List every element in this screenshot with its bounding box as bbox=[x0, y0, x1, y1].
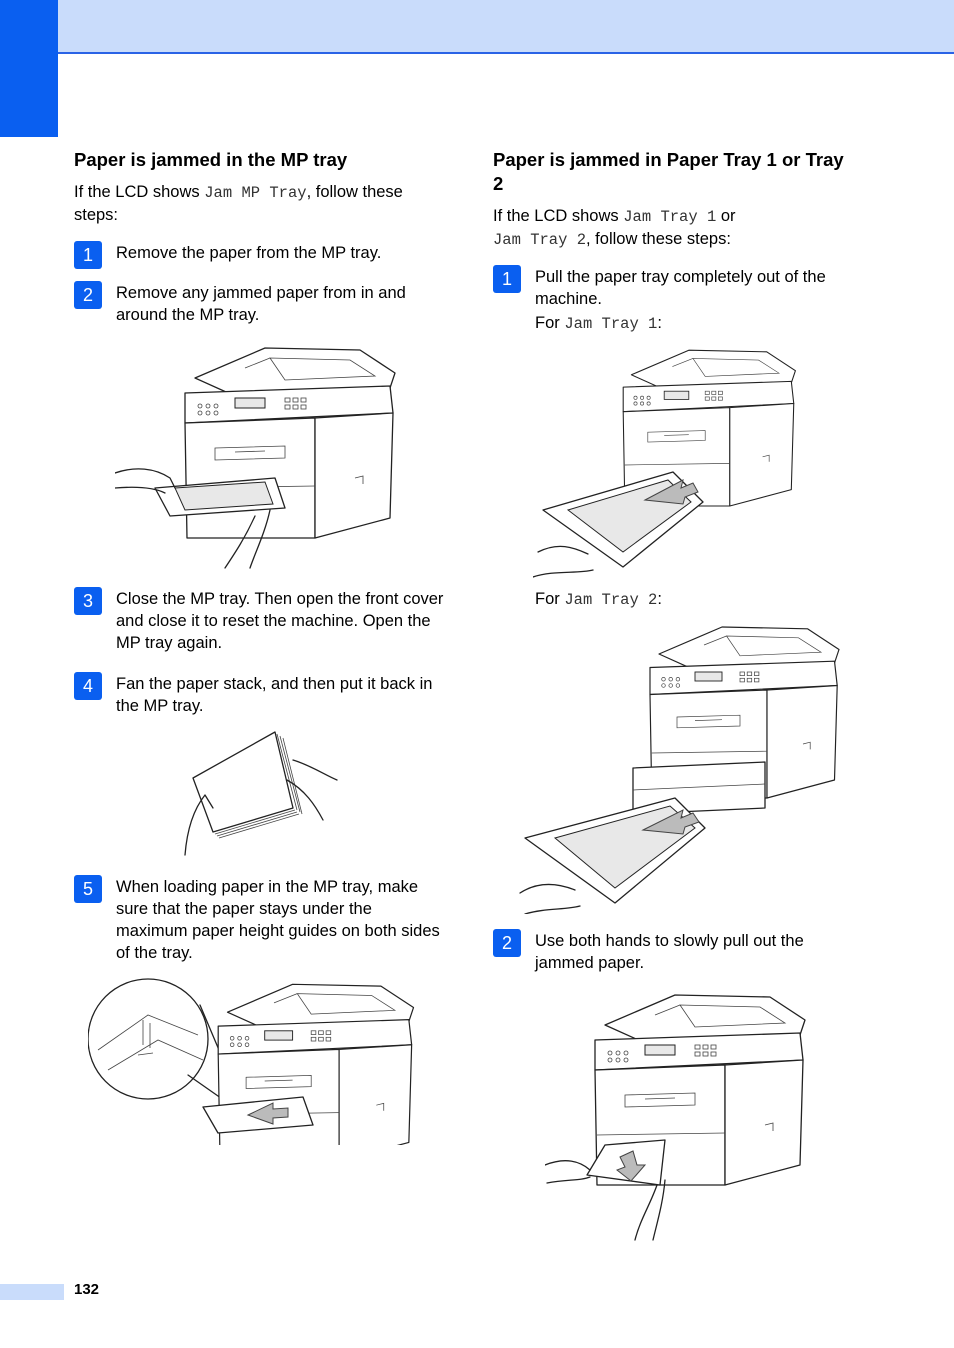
fan-paper-illustration bbox=[184, 731, 338, 856]
tray-2-pull-illustration bbox=[519, 626, 840, 914]
lcd-message: Jam Tray 1 bbox=[623, 208, 717, 226]
step-text: Remove the paper from the MP tray. bbox=[116, 244, 382, 262]
step-text: Pull the paper tray completely out of th… bbox=[535, 268, 826, 308]
lcd-message: Jam MP Tray bbox=[204, 184, 307, 202]
step-number-badge: 2 bbox=[74, 281, 102, 309]
lcd-message: Jam Tray 2 bbox=[493, 231, 587, 249]
step-text: Close the MP tray. Then open the front c… bbox=[116, 590, 444, 652]
mp-tray-jam-illustration bbox=[115, 347, 396, 569]
step-number-badge: 3 bbox=[74, 587, 102, 615]
footer-band bbox=[0, 1284, 64, 1300]
step-text: Fan the paper stack, and then put it bac… bbox=[116, 675, 433, 715]
step-text: Remove any jammed paper from in and arou… bbox=[116, 284, 406, 324]
mp-tray-guides-illustration bbox=[88, 978, 415, 1145]
step-number-badge: 4 bbox=[74, 672, 102, 700]
right-intro: If the LCD shows Jam Tray 1 or Jam Tray … bbox=[493, 207, 736, 249]
left-intro: If the LCD shows Jam MP Tray, follow the… bbox=[74, 183, 403, 224]
page-number: 132 bbox=[74, 1281, 100, 1298]
chapter-tab bbox=[0, 0, 58, 137]
step-number-badge: 1 bbox=[74, 241, 102, 269]
header-band bbox=[0, 0, 954, 54]
left-heading: Paper is jammed in the MP tray bbox=[74, 149, 348, 170]
for-tray-2-label: For Jam Tray 2: bbox=[535, 590, 662, 609]
step-number-badge: 1 bbox=[493, 265, 521, 293]
step-number-badge: 2 bbox=[493, 929, 521, 957]
step-text: When loading paper in the MP tray, make … bbox=[116, 878, 440, 962]
right-heading: Paper is jammed in Paper Tray 1 or Tray … bbox=[493, 149, 844, 194]
pull-jammed-paper-illustration bbox=[545, 994, 806, 1241]
tray-1-pull-illustration bbox=[533, 349, 796, 578]
step-number-badge: 5 bbox=[74, 875, 102, 903]
for-tray-1-label: For Jam Tray 1: bbox=[535, 314, 662, 333]
step-text: Use both hands to slowly pull out the ja… bbox=[535, 932, 804, 972]
